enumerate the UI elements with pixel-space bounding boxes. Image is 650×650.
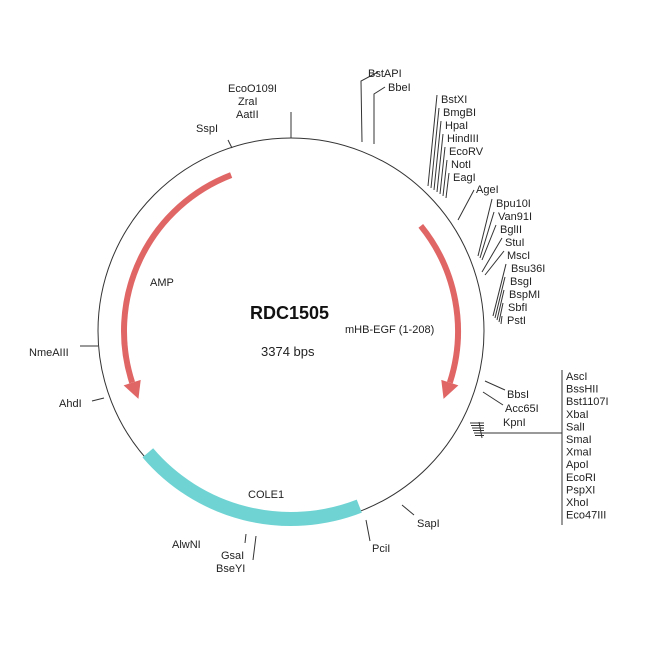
feature-amp	[121, 172, 233, 384]
site-label[interactable]: AscI	[566, 371, 587, 383]
site-label[interactable]: HindIII	[447, 133, 479, 145]
site-tick	[442, 159, 448, 197]
site-label[interactable]: SapI	[417, 518, 440, 530]
site-tick	[492, 263, 507, 317]
site-tick	[484, 380, 506, 391]
site-label[interactable]: SspI	[196, 123, 218, 135]
feature-amp-arrowhead	[123, 379, 141, 399]
site-label[interactable]: ZraI	[238, 96, 258, 108]
site-tick	[227, 139, 233, 149]
site-label[interactable]: Bpu10I	[496, 198, 531, 210]
site-label[interactable]: BstXI	[441, 94, 467, 106]
site-tick	[401, 504, 415, 516]
site-label[interactable]: AlwNI	[172, 539, 201, 551]
site-tick	[484, 250, 505, 276]
site-label[interactable]: MscI	[507, 250, 530, 262]
site-label[interactable]: BsgI	[510, 276, 532, 288]
site-tick	[457, 189, 475, 221]
site-label[interactable]: Bst1107I	[566, 396, 609, 408]
site-label[interactable]: StuI	[505, 237, 525, 249]
site-label[interactable]: EcoO109I	[228, 83, 277, 95]
feature-cole1	[142, 448, 362, 526]
site-label[interactable]: AhdI	[59, 398, 82, 410]
site-tick	[445, 172, 450, 199]
site-tick	[439, 146, 446, 195]
site-label[interactable]: BseYI	[216, 563, 245, 575]
site-tick	[360, 71, 379, 143]
site-label[interactable]: NotI	[451, 159, 471, 171]
site-label[interactable]: PstI	[507, 315, 526, 327]
site-label[interactable]: ApoI	[566, 459, 589, 471]
site-tick	[433, 120, 442, 191]
site-label[interactable]: SbfI	[508, 302, 528, 314]
site-label[interactable]: EagI	[453, 172, 476, 184]
site-tick	[496, 289, 505, 321]
site-label[interactable]: Bsu36I	[511, 263, 545, 275]
site-tick	[427, 94, 438, 187]
plasmid-size: 3374 bps	[261, 344, 315, 359]
site-label[interactable]: XmaI	[566, 447, 592, 459]
site-tick	[252, 535, 257, 561]
site-label[interactable]: PciI	[372, 543, 390, 555]
site-label[interactable]: KpnI	[503, 417, 526, 429]
feature-label-amp: AMP	[150, 277, 174, 289]
site-label[interactable]: BbsI	[507, 389, 529, 401]
site-tick	[430, 107, 440, 189]
site-label[interactable]: SalI	[566, 421, 585, 433]
site-label[interactable]: BglII	[500, 224, 522, 236]
site-tick	[479, 211, 495, 259]
site-tick	[373, 86, 386, 144]
site-label[interactable]: BbeI	[388, 82, 411, 94]
site-label[interactable]: AatII	[236, 109, 259, 121]
site-label[interactable]: Van91I	[498, 211, 532, 223]
site-label[interactable]: GsaI	[221, 550, 244, 562]
feature-insert	[418, 224, 461, 384]
site-label[interactable]: Acc65I	[505, 403, 539, 415]
site-label[interactable]: PspXI	[566, 484, 595, 496]
feature-label-ori: COLE1	[248, 489, 284, 501]
site-label[interactable]: XhoI	[566, 497, 589, 509]
site-tick	[481, 237, 503, 273]
site-tick	[244, 533, 247, 544]
site-label[interactable]: SmaI	[566, 434, 592, 446]
site-label[interactable]: Eco47III	[566, 510, 606, 522]
site-tick	[365, 519, 371, 542]
site-tick	[498, 302, 504, 323]
site-label[interactable]: AgeI	[476, 184, 499, 196]
site-label[interactable]: BssHII	[566, 384, 598, 396]
site-tick	[477, 198, 493, 257]
feature-label-insert: mHB-EGF (1-208)	[345, 324, 434, 336]
plasmid-name: RDC1505	[250, 303, 329, 323]
site-tick	[91, 397, 105, 402]
site-tick	[494, 276, 506, 319]
site-tick	[481, 224, 497, 261]
site-label[interactable]: EcoRV	[449, 146, 484, 158]
feature-insert-arrowhead	[441, 379, 459, 399]
site-label[interactable]: BmgBI	[443, 107, 476, 119]
site-label[interactable]: BstAPI	[368, 68, 402, 80]
site-label[interactable]: XbaI	[566, 409, 589, 421]
site-label[interactable]: NmeAIII	[29, 347, 69, 359]
site-label[interactable]: EcoRI	[566, 472, 596, 484]
site-tick	[482, 391, 504, 406]
site-label[interactable]: BspMI	[509, 289, 540, 301]
site-tick	[436, 133, 444, 193]
site-label[interactable]: HpaI	[445, 120, 468, 132]
site-tick	[500, 315, 503, 325]
